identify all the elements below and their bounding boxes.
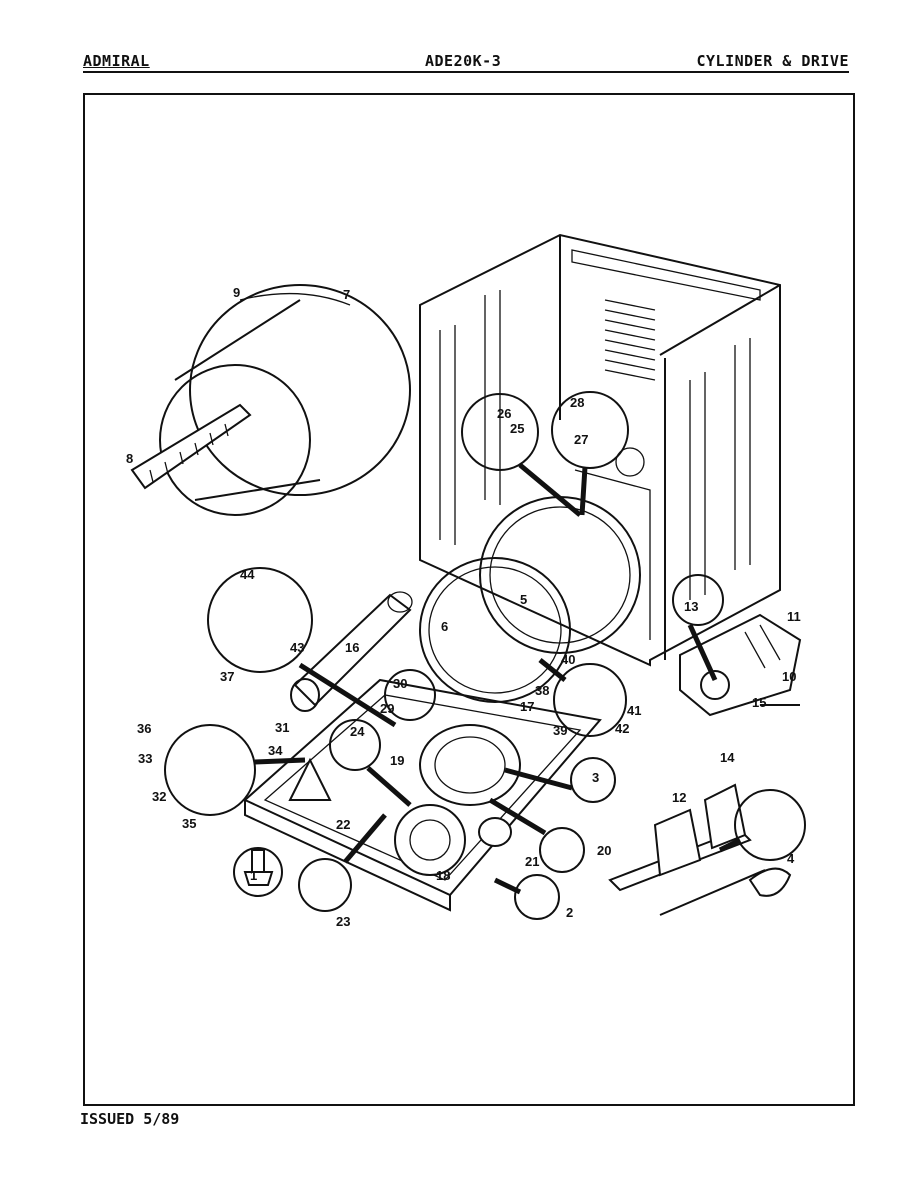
part-label-1: 1	[250, 868, 257, 883]
part-label-4: 4	[787, 851, 795, 866]
part-label-26: 26	[497, 406, 511, 421]
detail-circles	[164, 391, 806, 920]
part-label-44: 44	[240, 567, 255, 582]
part-label-5: 5	[520, 592, 527, 607]
part-label-39: 39	[553, 723, 567, 738]
blower-assembly	[394, 724, 521, 876]
leveling-foot	[243, 849, 274, 886]
diagram-frame	[83, 93, 855, 1106]
part-label-15: 15	[752, 695, 766, 710]
part-label-6: 6	[441, 619, 448, 634]
part-label-33: 33	[138, 751, 152, 766]
part-label-2: 2	[566, 905, 573, 920]
part-label-27: 27	[574, 432, 588, 447]
part-label-21: 21	[525, 854, 539, 869]
part-labels: 1 2 3 4 5 6 7 8 9 10 11 12 13 14 15 16 1…	[126, 285, 801, 929]
cabinet	[419, 233, 781, 667]
part-label-24: 24	[350, 724, 365, 739]
part-label-42: 42	[615, 721, 629, 736]
part-label-25: 25	[510, 421, 524, 436]
part-label-12: 12	[672, 790, 686, 805]
part-label-16: 16	[345, 640, 359, 655]
brand-title: ADMIRAL	[83, 52, 150, 70]
part-label-18: 18	[436, 868, 450, 883]
motor-assembly	[679, 613, 802, 717]
drum	[130, 284, 411, 516]
part-label-31: 31	[275, 720, 289, 735]
leader-lines	[254, 463, 742, 895]
part-label-36: 36	[137, 721, 151, 736]
part-label-7: 7	[343, 287, 350, 302]
part-label-9: 9	[233, 285, 240, 300]
bulkhead-rings	[419, 496, 641, 703]
part-label-34: 34	[268, 743, 283, 758]
part-label-40: 40	[561, 652, 575, 667]
part-label-3: 3	[592, 770, 599, 785]
part-label-30: 30	[393, 676, 407, 691]
part-label-10: 10	[782, 669, 796, 684]
part-label-29: 29	[380, 701, 394, 716]
part-label-14: 14	[720, 750, 735, 765]
part-label-8: 8	[126, 451, 133, 466]
part-label-22: 22	[336, 817, 350, 832]
base	[243, 678, 602, 912]
part-label-43: 43	[290, 640, 304, 655]
part-label-19: 19	[390, 753, 404, 768]
part-label-37: 37	[220, 669, 234, 684]
part-label-35: 35	[182, 816, 196, 831]
section-title: CYLINDER & DRIVE	[696, 52, 849, 70]
part-label-11: 11	[787, 609, 801, 624]
motor-brackets	[608, 783, 792, 916]
part-label-23: 23	[336, 914, 350, 929]
part-label-20: 20	[597, 843, 611, 858]
part-label-28: 28	[570, 395, 584, 410]
part-label-32: 32	[152, 789, 166, 804]
part-label-13: 13	[684, 599, 698, 614]
part-label-17: 17	[520, 699, 534, 714]
part-label-41: 41	[627, 703, 641, 718]
model-number: ADE20K-3	[425, 52, 502, 70]
header-rule	[83, 71, 849, 73]
issue-date: ISSUED 5/89	[80, 1110, 180, 1128]
duct	[290, 591, 413, 712]
part-label-38: 38	[535, 683, 549, 698]
